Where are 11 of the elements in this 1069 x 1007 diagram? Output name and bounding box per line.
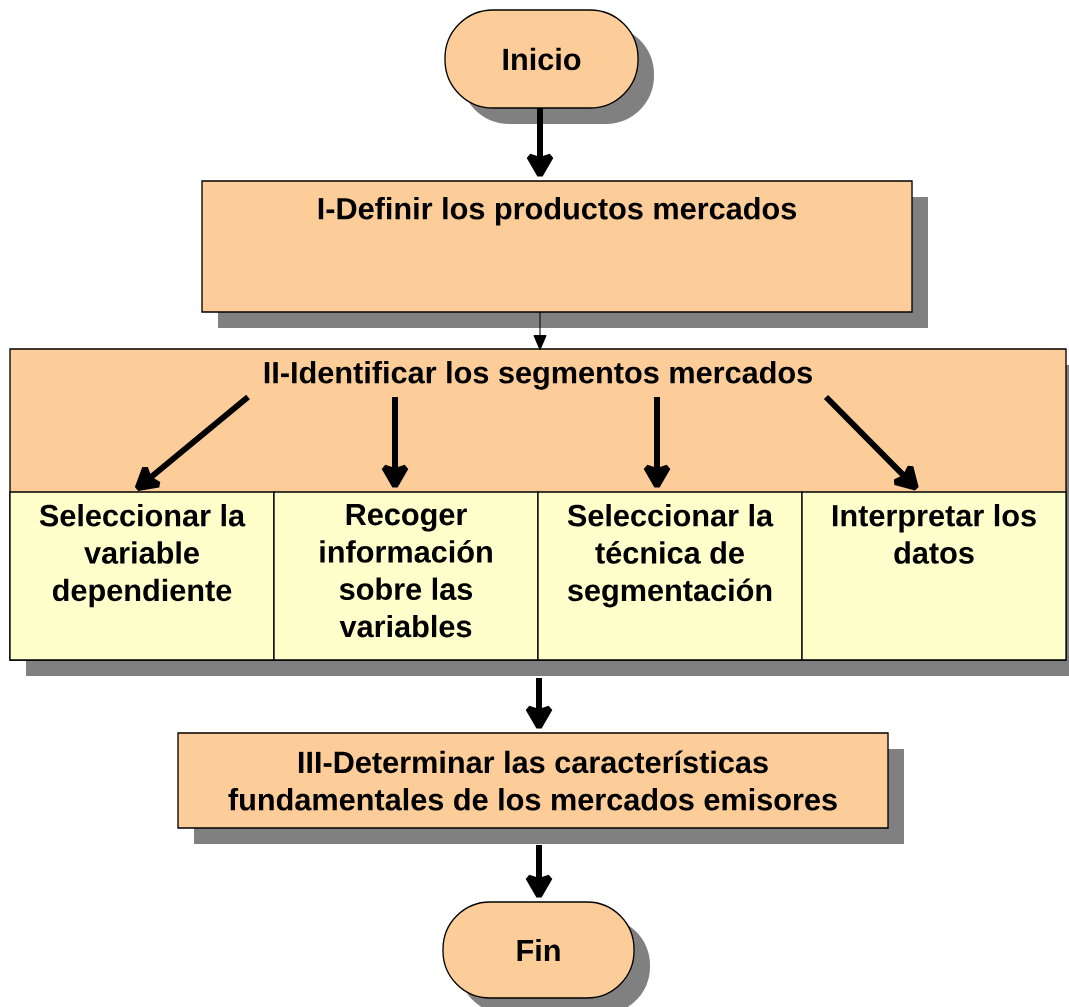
arrow [533, 311, 547, 351]
step-cell: Interpretar los datos [801, 491, 1067, 661]
step-cell: Seleccionar la variable dependiente [9, 491, 275, 661]
arrow [134, 394, 250, 492]
arrow [643, 397, 671, 489]
arrow [823, 394, 919, 491]
process-box: III-Determinar las características fundamentales de los mercados emisores [177, 732, 904, 844]
arrow [381, 397, 409, 489]
step-cell: Recoger información sobre las variables [273, 491, 539, 661]
step-cell: Seleccionar la técnica de segmentación [537, 491, 803, 661]
process-box: I-Definir los productos mercados [201, 180, 928, 328]
